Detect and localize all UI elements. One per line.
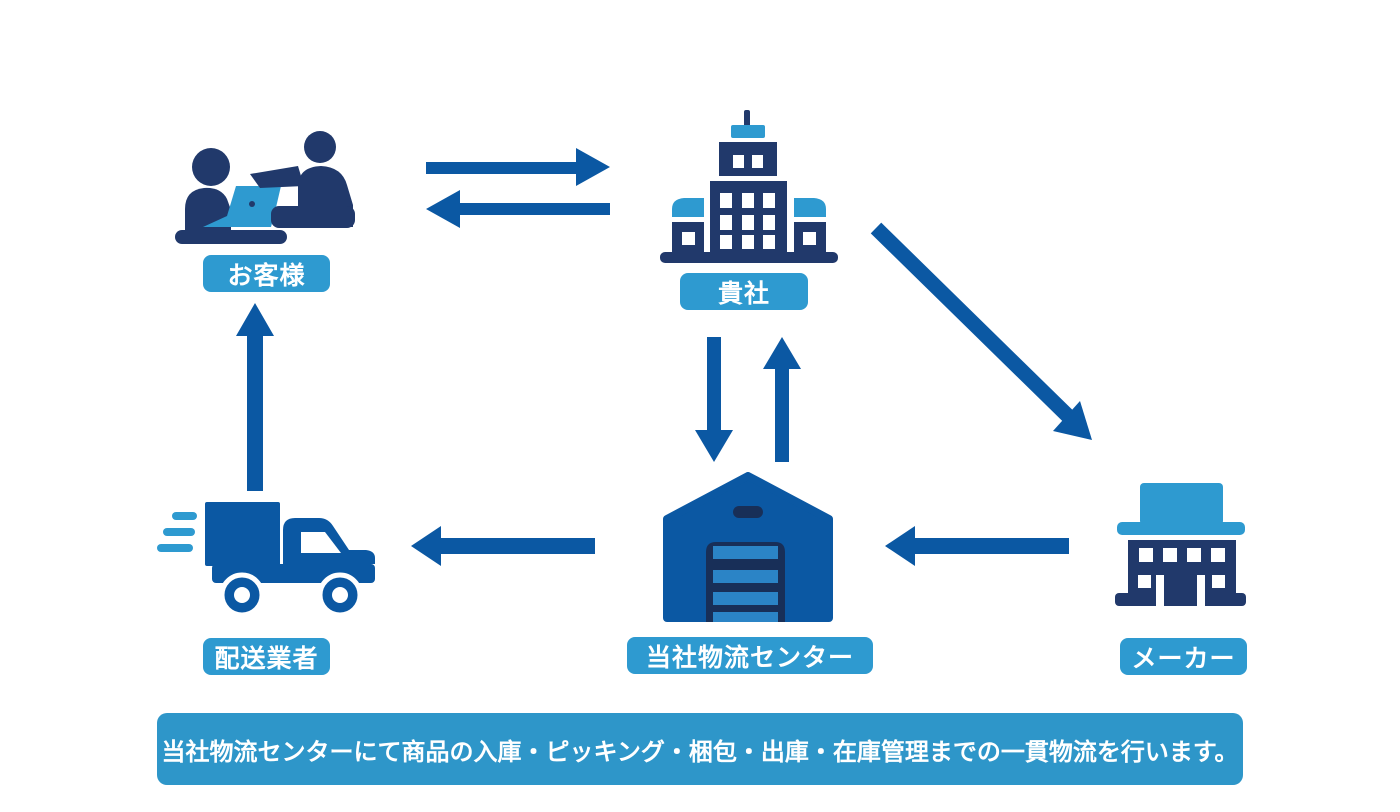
factory-icon <box>1115 483 1246 606</box>
arrow-customer-to-company <box>426 148 610 186</box>
arrow-company-to-warehouse <box>695 337 733 462</box>
arrow-carrier-to-customer <box>236 303 274 491</box>
arrow-company-to-customer <box>426 190 610 228</box>
factory-roof-bar <box>1117 522 1245 535</box>
warehouse-vent <box>733 506 763 518</box>
carrier-label: 配送業者 <box>203 638 330 675</box>
office-building-icon <box>660 110 838 263</box>
cargo-box <box>205 502 280 566</box>
warehouse-icon <box>663 472 833 622</box>
arrow-warehouse-to-company <box>763 337 801 462</box>
arrow-warehouse-to-carrier <box>411 526 595 566</box>
customer-label: お客様 <box>203 255 330 292</box>
left-wing-roof <box>672 198 704 217</box>
customer-right-arm <box>250 166 304 188</box>
customers-at-laptop-icon <box>175 131 355 244</box>
factory-roof-box <box>1140 483 1223 525</box>
company-label: 貴社 <box>680 273 808 310</box>
factory-door-gap <box>1197 575 1205 606</box>
factory-door-gap <box>1156 575 1164 606</box>
delivery-truck-icon <box>157 502 375 618</box>
description-banner: 当社物流センターにて商品の入庫・ピッキング・梱包・出庫・在庫管理までの一貫物流を… <box>157 713 1243 785</box>
table <box>175 230 287 244</box>
desk <box>271 206 355 228</box>
right-wing-roof <box>794 198 826 217</box>
warehouse-label: 当社物流センター <box>627 637 873 674</box>
customer-right-head <box>304 131 336 163</box>
cab-window <box>301 532 341 553</box>
shutter-door <box>706 542 785 622</box>
customer-left-head <box>192 148 230 186</box>
speed-lines <box>157 512 197 552</box>
arrow-company-to-maker <box>870 222 1092 440</box>
laptop-icon <box>203 186 281 227</box>
maker-label: メーカー <box>1120 638 1247 675</box>
arrow-maker-to-warehouse <box>885 526 1069 566</box>
